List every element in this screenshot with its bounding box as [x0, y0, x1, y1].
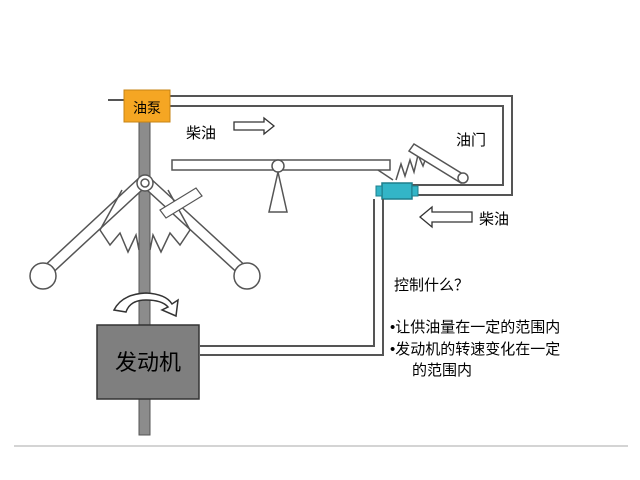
bullet-item-2-line-2: 的范围内: [412, 362, 473, 379]
throttle-spring: [395, 151, 429, 181]
question-text: 控制什么？: [394, 277, 470, 294]
fuel-pump-label: 油泵: [133, 100, 161, 116]
engine-feed-pipe-inner: [200, 199, 375, 347]
fulcrum-support: [268, 171, 288, 213]
left-linkage: [99, 189, 123, 231]
fuel-valve-left-cap: [375, 185, 383, 197]
throttle-knob: [457, 172, 469, 184]
diesel-in-arrow: [233, 116, 276, 136]
fuel-pump-box: [123, 89, 171, 123]
right-flyweight-ball: [233, 262, 261, 290]
fulcrum-pin: [271, 159, 285, 173]
fuel-valve: [381, 182, 413, 200]
throttle-label: 油门: [456, 132, 487, 149]
left-flyweight-ball: [29, 262, 57, 290]
left-flyweight-arm: [38, 176, 143, 280]
fuel-valve-right-cap: [411, 185, 419, 197]
right-spring: [149, 229, 191, 254]
bullet-item-1: •让供油量在一定的范围内: [390, 319, 561, 336]
engine-box: [96, 324, 200, 400]
diesel-in-label: 柴油: [186, 125, 217, 142]
engine-label: 发动机: [114, 350, 181, 375]
fuel-pipe-outer: [170, 95, 513, 196]
diesel-return-label: 柴油: [479, 211, 510, 228]
left-spring: [99, 229, 140, 254]
fuel-pipe-inner: [170, 105, 504, 186]
rotation-arrow: [112, 292, 179, 318]
bullet-item-2-line-1: •发动机的转速变化在一定: [390, 341, 561, 358]
diesel-return-arrow: [418, 205, 473, 229]
sleeve-lever: [159, 187, 203, 219]
engine-feed-pipe-outer: [200, 199, 384, 356]
pivot-inner: [140, 178, 150, 188]
beam-link: [377, 169, 394, 181]
